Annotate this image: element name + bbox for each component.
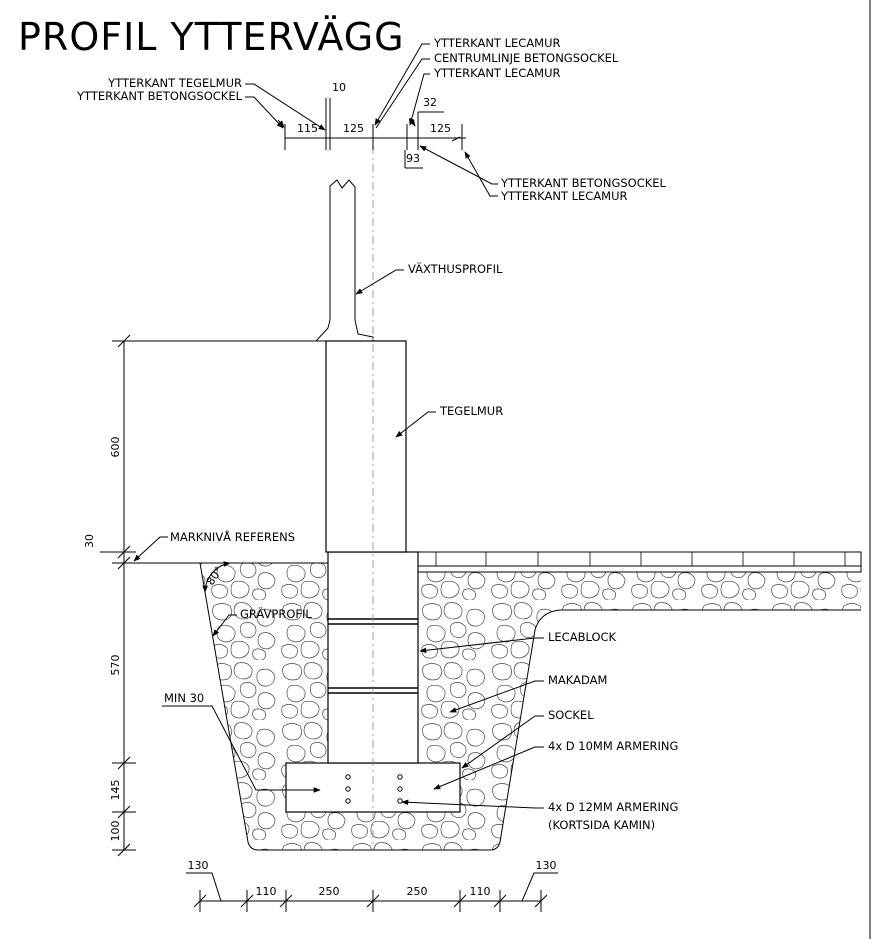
vaxthus-profile	[314, 179, 374, 342]
label-armering-12-line2: (KORTSIDA KAMIN)	[548, 818, 655, 832]
dim-125-left: 125	[343, 122, 364, 135]
dim-110-left: 110	[256, 885, 277, 898]
leader-gravprofil	[212, 614, 237, 637]
rebar-dots	[345, 774, 403, 804]
label-sockel: SOCKEL	[548, 708, 594, 722]
label-min30: MIN 30	[164, 691, 204, 705]
dim-30: 30	[83, 534, 96, 548]
dim-600: 600	[109, 437, 122, 458]
label-ytterkant-tegelmur: YTTERKANT TEGELMUR	[107, 76, 242, 90]
top-leaders	[245, 43, 498, 197]
label-tegelmur: TEGELMUR	[439, 404, 503, 418]
dim-32: 32	[423, 96, 437, 109]
label-ytterkant-betongsockel-left: YTTERKANT BETONGSOCKEL	[76, 89, 243, 103]
dim-250-right: 250	[407, 885, 428, 898]
dim-93: 93	[406, 152, 420, 165]
label-ytterkant-lecamur-2: YTTERKANT LECAMUR	[433, 66, 561, 80]
vertical-dimensions	[100, 334, 316, 857]
label-ytterkant-lecamur-right: YTTERKANT LECAMUR	[500, 189, 628, 203]
dim-125-right: 125	[430, 122, 451, 135]
dim-100: 100	[109, 821, 122, 842]
drawing-title: PROFIL YTTERVÄGG	[18, 15, 405, 59]
dim-115: 115	[297, 122, 318, 135]
label-ytterkant-betongsockel-right: YTTERKANT BETONGSOCKEL	[500, 176, 667, 190]
label-makadam: MAKADAM	[548, 673, 607, 687]
label-lecablock: LECABLOCK	[548, 630, 617, 644]
dim-145: 145	[109, 780, 122, 801]
label-vaxthusprofil: VÄXTHUSPROFIL	[408, 261, 503, 276]
label-armering-12-line1: 4x D 12MM ARMERING	[548, 800, 678, 814]
dim-130-right: 130	[536, 859, 557, 872]
label-ytterkant-lecamur-top: YTTERKANT LECAMUR	[433, 36, 561, 50]
angle-arc	[202, 561, 231, 593]
leader-sockel	[461, 715, 544, 769]
dim-250-left: 250	[319, 885, 340, 898]
label-centrumlinje-betongsockel: CENTRUMLINJE BETONGSOCKEL	[434, 51, 619, 65]
leader-tegelmur	[395, 411, 436, 438]
dim-570: 570	[109, 655, 122, 676]
label-markniva-referens: MARKNIVÅ REFERENS	[170, 529, 295, 544]
tegelmur-wall	[325, 340, 407, 553]
leader-armering-12	[401, 799, 544, 809]
dim-110-right: 110	[470, 885, 491, 898]
leader-makadam	[449, 680, 544, 713]
paving	[417, 551, 862, 573]
label-gravprofil: GRÄVPROFIL	[240, 606, 312, 621]
leader-vaxthus	[355, 269, 404, 295]
top-dimensions	[277, 98, 466, 169]
label-armering-10: 4x D 10MM ARMERING	[548, 739, 678, 753]
dim-10: 10	[332, 81, 346, 94]
bottom-dimensions	[186, 872, 558, 912]
dim-130-left: 130	[188, 859, 209, 872]
excavation-outline	[199, 562, 861, 851]
leader-armering-10	[433, 746, 544, 790]
leader-markniva	[133, 536, 168, 562]
leader-lecablock	[419, 637, 544, 654]
